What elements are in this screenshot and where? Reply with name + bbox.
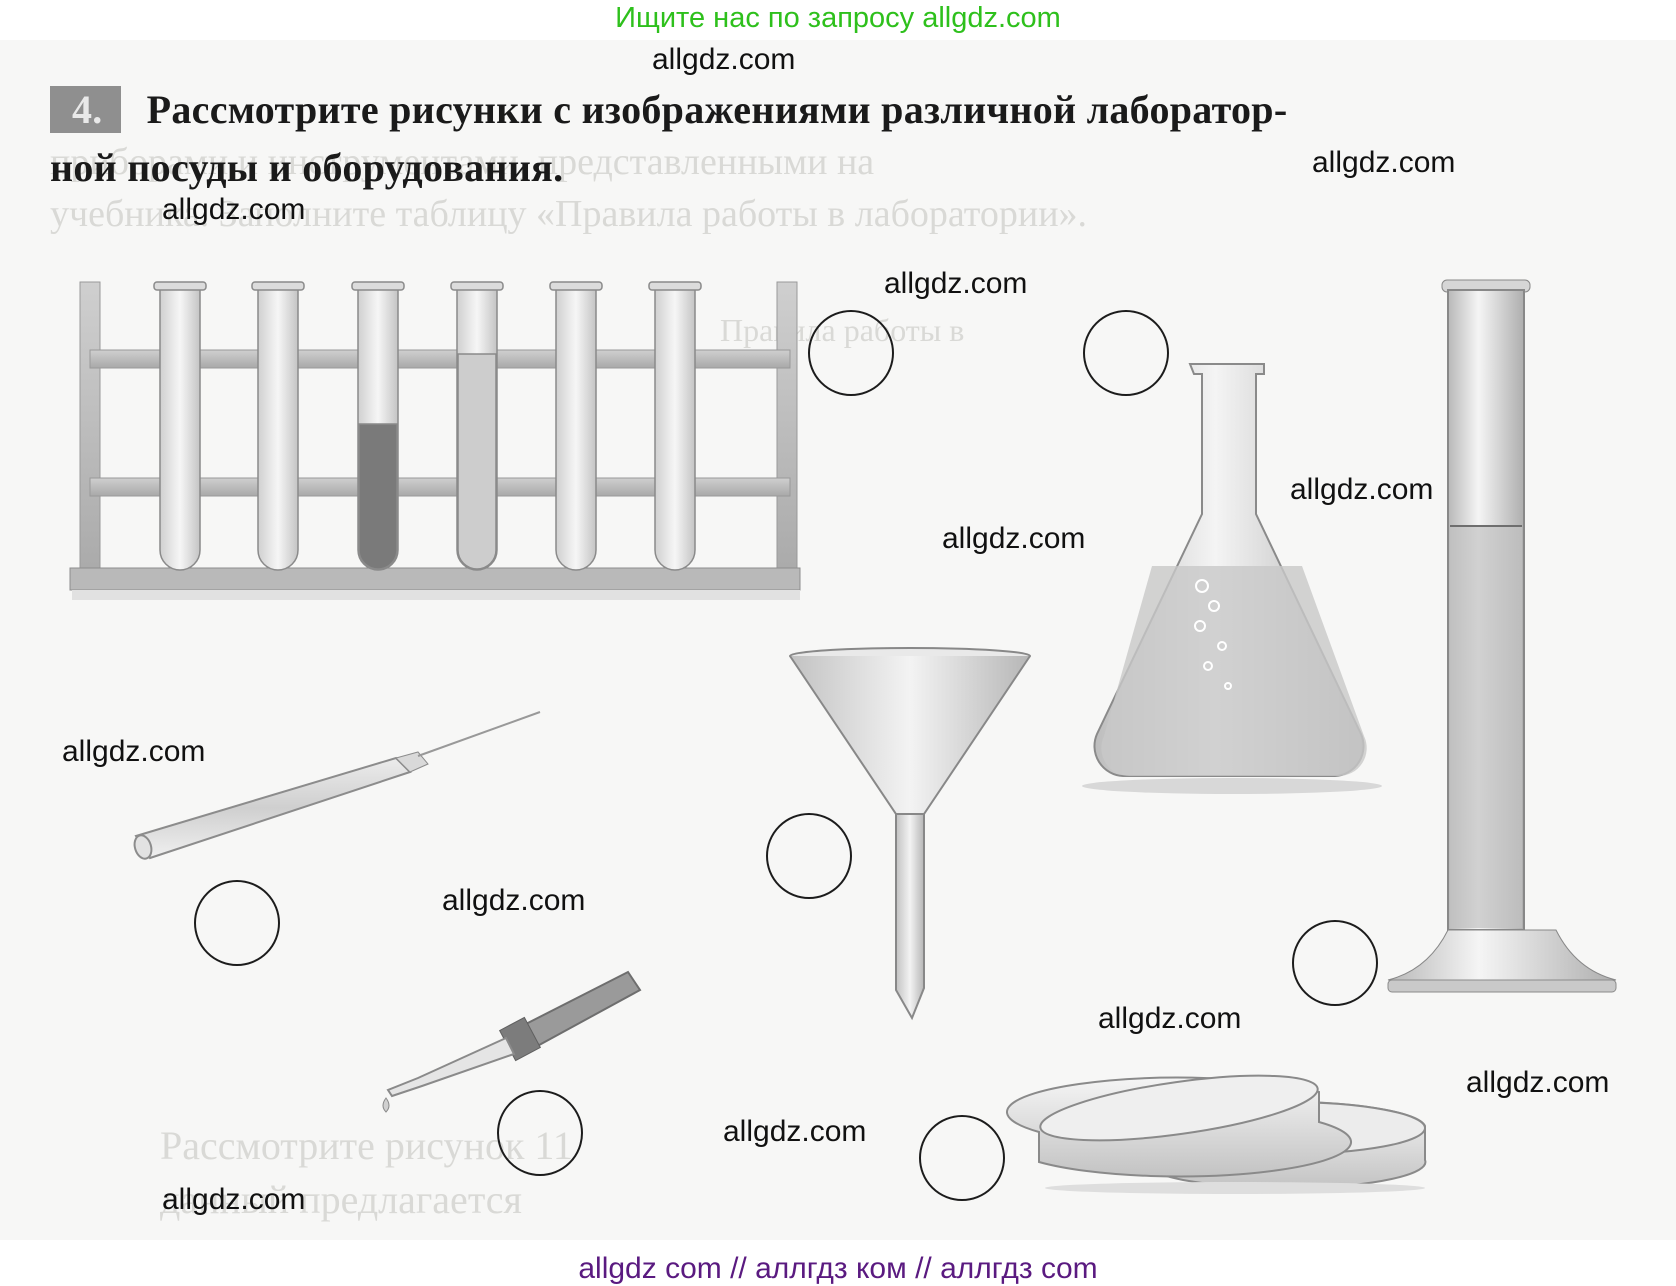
search-banner[interactable]: Ищите нас по запросу allgdz.com [615,2,1061,34]
answer-circle[interactable] [497,1090,583,1176]
watermark: allgdz.com [1290,473,1434,506]
petri-dish-illustration [1005,1074,1427,1194]
ghost-text: приборами и инструментами, представленны… [50,141,875,183]
task-number-badge: 4. [50,86,121,133]
watermark: allgdz.com [942,522,1086,555]
answer-circle[interactable] [919,1115,1005,1201]
watermark: allgdz.com [442,884,586,917]
funnel-illustration [789,647,1031,1021]
task-text: Рассмотрите рисунки с изображениями разл… [146,87,1288,132]
watermark: allgdz.com [162,193,306,226]
answer-circle[interactable] [194,880,280,966]
task-text-line-2: ной посуды и оборудования. [50,145,564,190]
pipette-illustration [382,970,642,1113]
watermark: allgdz.com [62,735,206,768]
answer-circle[interactable] [766,813,852,899]
watermark: allgdz.com [1466,1066,1610,1099]
footer-links[interactable]: allgdz com // аллгдз ком // аллгдз com [578,1252,1098,1285]
watermark: allgdz.com [884,267,1028,300]
graduated-cylinder-illustration [1387,279,1617,993]
watermark: allgdz.com [162,1183,306,1216]
conical-flask-illustration [1082,363,1382,794]
answer-circle[interactable] [1292,920,1378,1006]
page-background [0,40,1676,1240]
glass-rod-illustration [133,711,541,860]
answer-circle[interactable] [808,310,894,396]
task-text-line-1: 4. Рассмотрите рисунки с изображениями ра… [50,86,1287,133]
watermark: allgdz.com [1312,146,1456,179]
ghost-text: данный предлагается [160,1177,522,1222]
watermark: allgdz.com [723,1115,867,1148]
answer-circle[interactable] [1083,310,1169,396]
test-tube-rack-illustration [69,281,801,600]
watermark: allgdz.com [652,43,796,76]
ghost-text: учебника. Заполните таблицу «Правила раб… [50,193,1088,235]
watermark: allgdz.com [1098,1002,1242,1035]
